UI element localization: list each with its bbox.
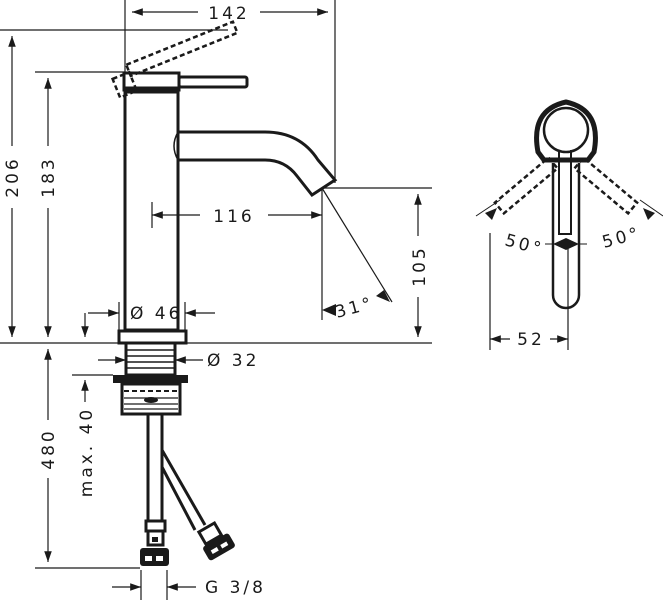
lever-slot bbox=[558, 150, 572, 235]
top-housing bbox=[534, 99, 598, 163]
side-view: 142 206 183 116 105 bbox=[0, 0, 432, 600]
dim-31deg: 31° bbox=[333, 293, 376, 322]
supply-hose-straight bbox=[140, 414, 169, 566]
fixing-nut bbox=[120, 382, 182, 416]
lever-open-dashed bbox=[110, 20, 240, 100]
dim-max40: max. 40 bbox=[77, 407, 97, 497]
supply-hose-angled bbox=[160, 449, 235, 561]
angle-line bbox=[639, 199, 663, 217]
angle-arrow bbox=[322, 304, 336, 316]
base-flange bbox=[117, 329, 188, 345]
lever-top bbox=[551, 163, 581, 310]
lever-closed bbox=[177, 75, 249, 89]
spout bbox=[178, 130, 338, 198]
spout-angle-line bbox=[321, 187, 393, 303]
thread-lines bbox=[127, 349, 174, 369]
nut-detail bbox=[124, 390, 178, 410]
angle-arrow bbox=[376, 290, 390, 302]
fixing-washer bbox=[113, 375, 188, 383]
dim-183: 183 bbox=[39, 156, 59, 197]
dim-g38: G 3/8 bbox=[205, 578, 266, 598]
threaded-shank bbox=[124, 341, 177, 377]
angle-arrow bbox=[643, 208, 655, 220]
dim-angle-right: 50° bbox=[600, 223, 643, 252]
dim-206: 206 bbox=[3, 156, 23, 197]
top-view: 50° 50° 52 bbox=[475, 99, 663, 350]
lever-right-dashed bbox=[572, 155, 639, 216]
dim-dia32: Ø 32 bbox=[207, 351, 259, 371]
dim-angle-left: 50° bbox=[503, 231, 546, 260]
spout-joint bbox=[173, 131, 179, 161]
angle-line bbox=[475, 199, 501, 217]
dim-480: 480 bbox=[39, 428, 59, 469]
dim-142: 142 bbox=[208, 4, 249, 24]
dim-105: 105 bbox=[410, 245, 430, 286]
dim-116: 116 bbox=[213, 207, 254, 227]
angle-arrow bbox=[485, 208, 497, 220]
dim-52: 52 bbox=[517, 330, 545, 350]
top-body-circle bbox=[542, 106, 590, 154]
dim-dia46: Ø 46 bbox=[130, 304, 182, 324]
lever-left-dashed bbox=[493, 155, 560, 216]
